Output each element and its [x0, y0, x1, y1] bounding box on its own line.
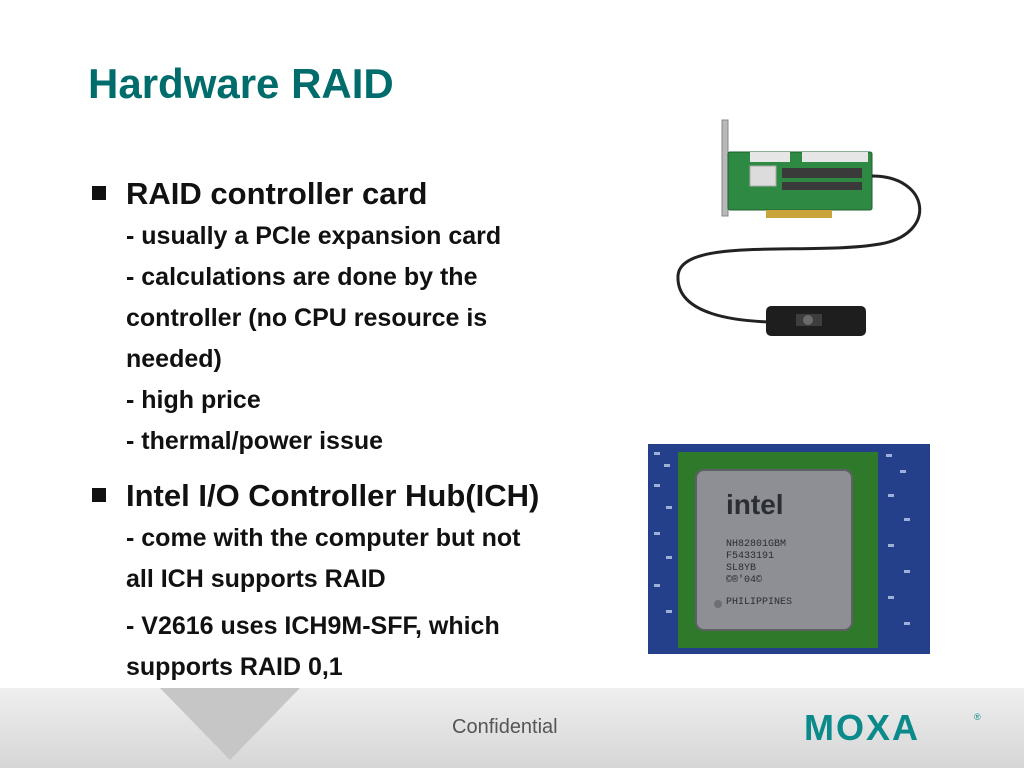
- bullet-line: - usually a PCIe expansion card: [126, 222, 502, 250]
- bullet-line: controller (no CPU resource is: [126, 304, 488, 332]
- square-bullet-icon: [92, 186, 106, 200]
- chip-brand: intel: [726, 489, 784, 520]
- svg-text:®: ®: [974, 712, 981, 722]
- square-bullet-icon: [92, 488, 106, 502]
- confidential-label: Confidential: [452, 716, 558, 738]
- moxa-logo-text: MOXA: [804, 707, 920, 748]
- chip-marking: PHILIPPINES: [726, 597, 792, 608]
- bullet-line: - thermal/power issue: [126, 427, 384, 455]
- intel-ich-chip-image: intel NH82801GBM F5433191 SL8YB ©®'04© P…: [648, 444, 930, 654]
- bullet-line: needed): [126, 345, 222, 373]
- chip-marking: SL8YB: [726, 563, 756, 574]
- chip-marking: F5433191: [726, 551, 774, 562]
- bullet-line: supports RAID 0,1: [126, 653, 343, 681]
- slide-content: RAID controller card - usually a PCIe ex…: [92, 172, 632, 688]
- footer-bar: Confidential: [0, 688, 1024, 768]
- chip-marking: ©®'04©: [726, 574, 762, 586]
- bullet-raid-controller: RAID controller card: [92, 172, 632, 216]
- bullet-heading: RAID controller card: [126, 176, 428, 211]
- bullet-line: - high price: [126, 386, 261, 414]
- moxa-logo: MOXA ®: [804, 706, 984, 755]
- bullet-line: - V2616 uses ICH9M-SFF, which: [126, 612, 500, 640]
- bullet-line: all ICH supports RAID: [126, 565, 386, 593]
- slide-title: Hardware RAID: [88, 60, 394, 107]
- bullet-line: - calculations are done by the: [126, 263, 478, 291]
- bullet-heading: Intel I/O Controller Hub(ICH): [126, 478, 540, 513]
- raid-card-image: [670, 116, 940, 356]
- chip-marking: NH82801GBM: [726, 539, 786, 550]
- footer-decoration: [160, 688, 300, 760]
- bullet-line: - come with the computer but not: [126, 524, 521, 552]
- bullet-intel-ich: Intel I/O Controller Hub(ICH): [92, 474, 632, 518]
